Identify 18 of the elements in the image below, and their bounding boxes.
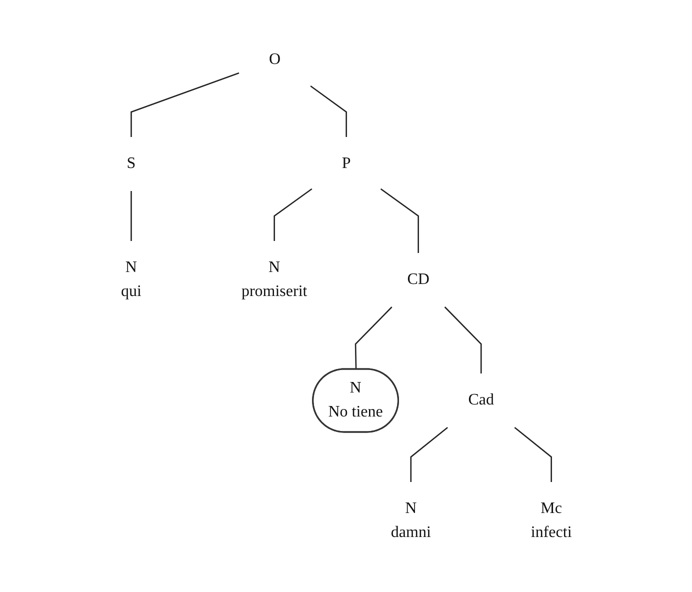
connector xyxy=(444,306,482,373)
connector xyxy=(130,72,239,136)
node-text: S xyxy=(126,154,136,172)
connector xyxy=(514,426,552,482)
node-text: N damni xyxy=(390,499,431,540)
connector xyxy=(380,188,419,252)
node-text: N promiserit xyxy=(241,258,307,300)
connector xyxy=(410,426,448,482)
node-text: N qui xyxy=(120,258,142,300)
connector xyxy=(354,306,392,369)
connector xyxy=(273,188,312,240)
node-text: O xyxy=(268,50,280,68)
node-text: Cad xyxy=(468,390,494,408)
node-text: Mc infecti xyxy=(530,499,572,540)
node-text: CD xyxy=(406,270,430,288)
node-text: P xyxy=(341,154,350,172)
connector xyxy=(130,190,132,240)
connector xyxy=(310,84,347,136)
